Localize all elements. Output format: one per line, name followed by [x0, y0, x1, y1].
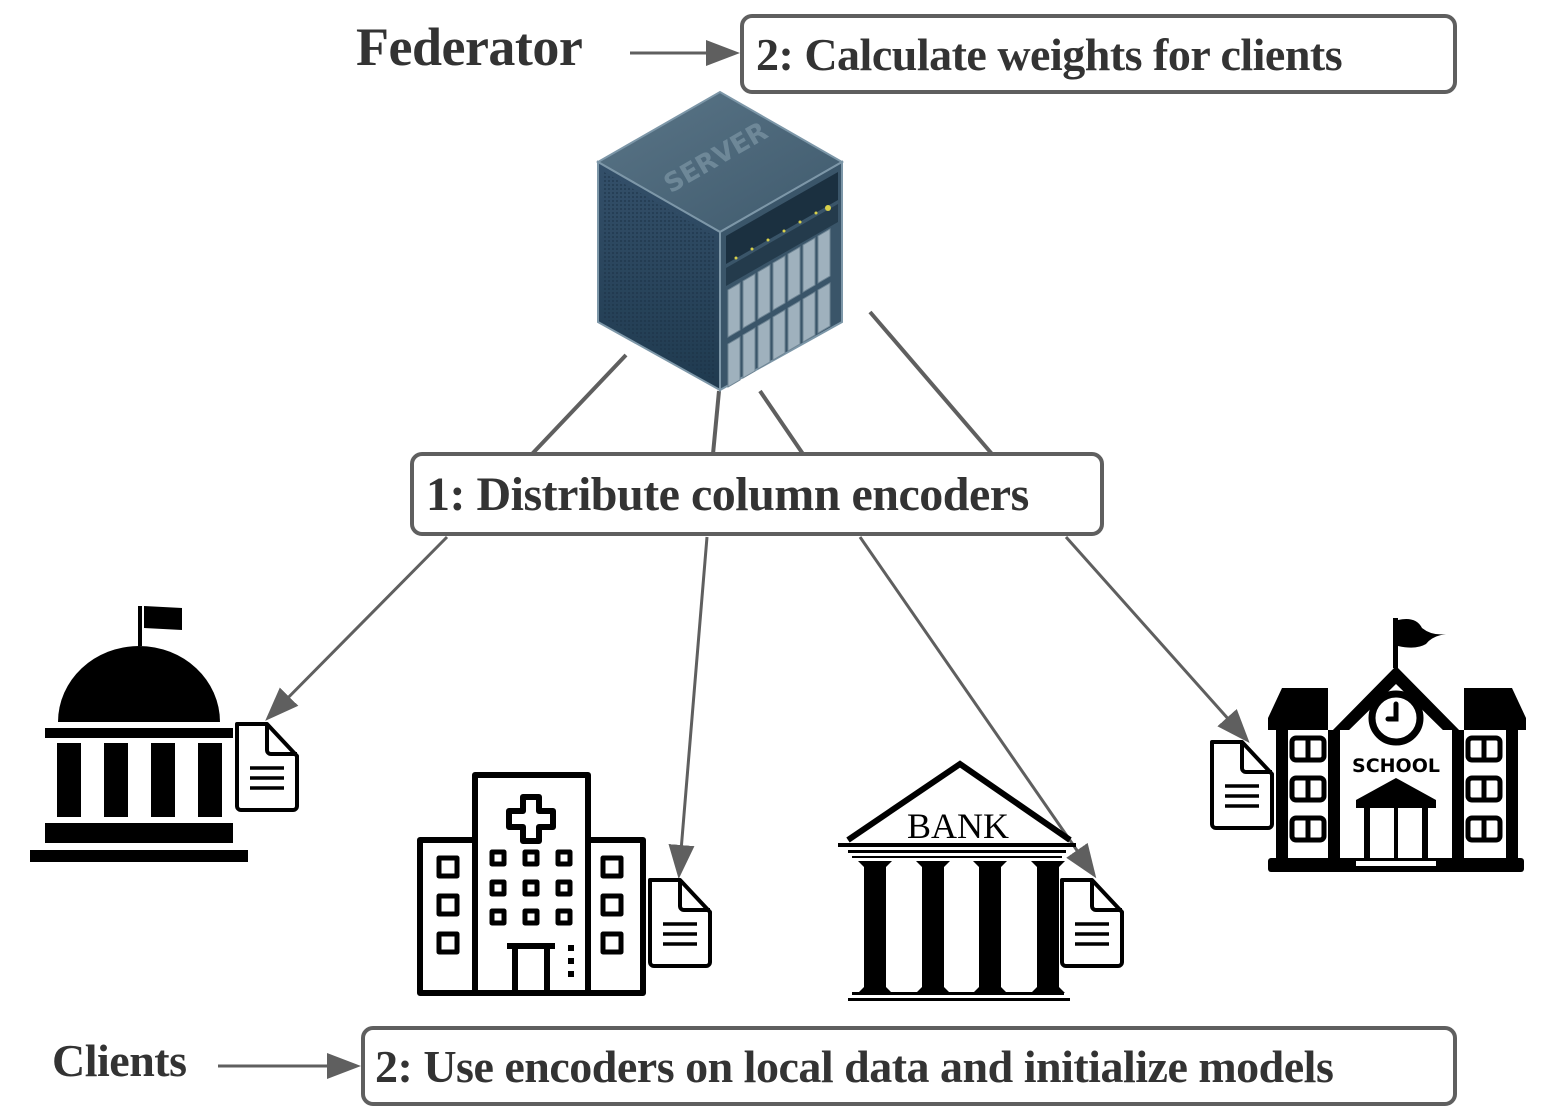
federator-step-text: 2: Calculate weights for clients [756, 28, 1343, 80]
bank-icon: BANK [838, 760, 1076, 1001]
document-icon [1060, 878, 1124, 968]
connector-line [758, 389, 805, 456]
server-icon: SERVER [595, 90, 845, 392]
federator-label: Federator [356, 17, 583, 77]
connector-line [711, 390, 721, 455]
school-label: SCHOOL [1352, 755, 1440, 777]
clients-step-box: 2: Use encoders on local data and initia… [361, 1026, 1457, 1106]
connector-line [868, 310, 994, 456]
document-icon [648, 878, 712, 968]
connector-line [530, 353, 628, 456]
hospital-icon [417, 772, 646, 996]
document-icon [1210, 740, 1274, 830]
document-icon [235, 722, 299, 812]
clients-step-text: 2: Use encoders on local data and initia… [375, 1040, 1334, 1092]
arrow-to-government [265, 535, 449, 721]
school-icon: SCHOOL [1268, 618, 1526, 872]
distribute-step-box: 1: Distribute column encoders [410, 452, 1104, 536]
federator-step-box: 2: Calculate weights for clients [740, 14, 1457, 94]
server-label: SERVER [659, 116, 773, 199]
arrow-to-school [1064, 536, 1250, 743]
clients-label: Clients [52, 1035, 187, 1086]
distribute-step-text: 1: Distribute column encoders [426, 467, 1029, 521]
arrow-to-bank [858, 536, 1097, 879]
arrow-to-hospital [668, 536, 709, 879]
bank-label: BANK [907, 806, 1009, 846]
government-building-icon [30, 606, 248, 862]
